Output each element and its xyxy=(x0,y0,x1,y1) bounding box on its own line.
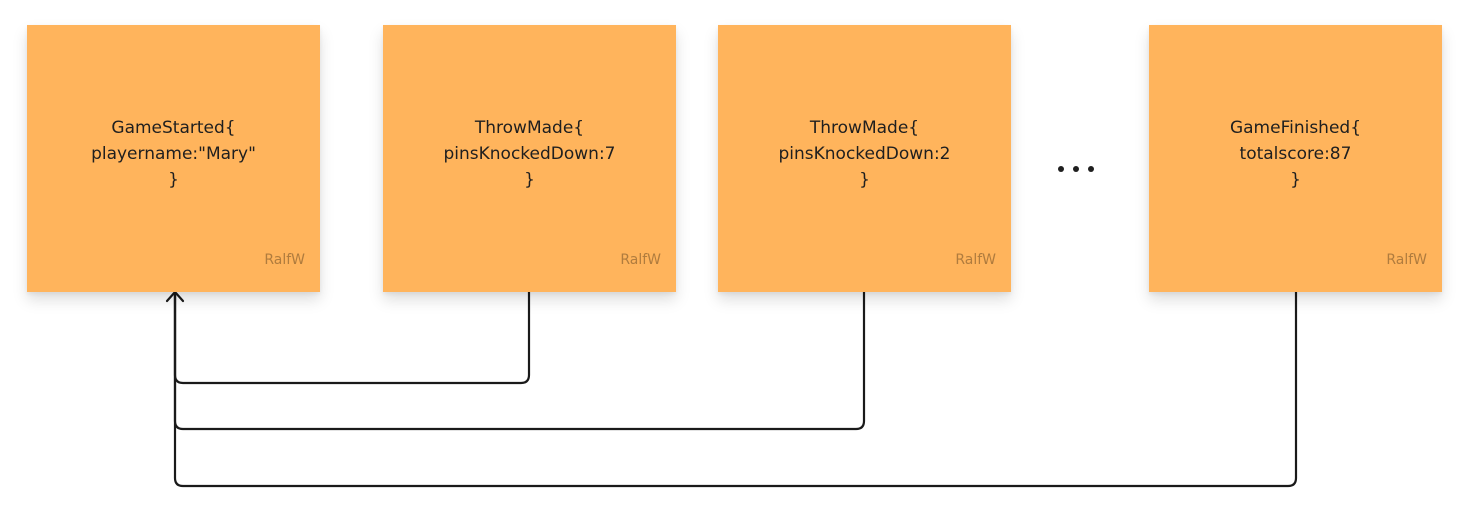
note-author: RalfW xyxy=(955,252,996,268)
note-line: } xyxy=(859,170,870,190)
note-line: ThrowMade{ xyxy=(809,118,920,138)
note-line: pinsKnockedDown:2 xyxy=(778,144,951,164)
note-text: ThrowMade{ pinsKnockedDown:2 } xyxy=(718,115,1011,193)
sticky-note-throw-made-2[interactable]: ThrowMade{ pinsKnockedDown:2 } RalfW xyxy=(718,25,1011,292)
sticky-note-game-finished[interactable]: GameFinished{ totalscore:87 } RalfW xyxy=(1149,25,1442,292)
arrowhead-icon xyxy=(165,290,185,303)
note-line: ThrowMade{ xyxy=(474,118,585,138)
note-line: GameStarted{ xyxy=(111,118,236,138)
note-line: } xyxy=(524,170,535,190)
connector-throw2-to-gamestarted[interactable] xyxy=(173,290,866,431)
ellipsis-dot xyxy=(1073,166,1079,172)
sticky-note-game-started[interactable]: GameStarted{ playername:"Mary" } RalfW xyxy=(27,25,320,292)
note-text: ThrowMade{ pinsKnockedDown:7 } xyxy=(383,115,676,193)
ellipsis-dot xyxy=(1058,166,1064,172)
note-line: totalscore:87 xyxy=(1239,144,1352,164)
ellipsis-dot xyxy=(1088,166,1094,172)
note-author: RalfW xyxy=(1386,252,1427,268)
note-text: GameFinished{ totalscore:87 } xyxy=(1149,115,1442,193)
note-line: GameFinished{ xyxy=(1229,118,1362,138)
note-author: RalfW xyxy=(264,252,305,268)
ellipsis-icon xyxy=(1058,166,1094,172)
note-line: } xyxy=(1290,170,1301,190)
connector-throw1-to-gamestarted[interactable] xyxy=(173,290,531,385)
note-line: } xyxy=(168,170,179,190)
connector-gamefinished-to-gamestarted[interactable] xyxy=(173,290,1298,488)
note-line: playername:"Mary" xyxy=(91,144,256,164)
note-author: RalfW xyxy=(620,252,661,268)
note-text: GameStarted{ playername:"Mary" } xyxy=(27,115,320,193)
note-line: pinsKnockedDown:7 xyxy=(443,144,616,164)
sticky-note-throw-made-1[interactable]: ThrowMade{ pinsKnockedDown:7 } RalfW xyxy=(383,25,676,292)
